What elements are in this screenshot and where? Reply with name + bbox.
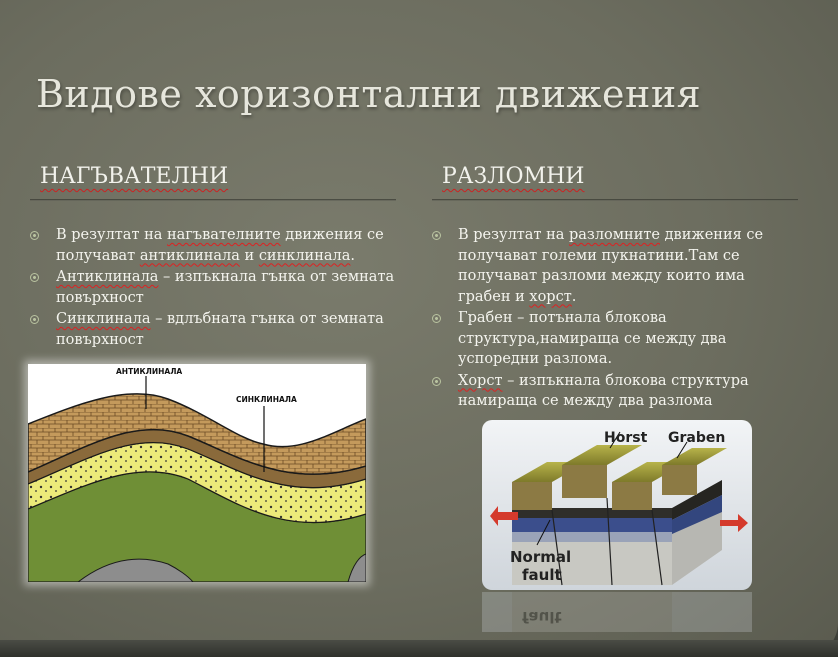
bullet-item: Грабен – потънала блокова структура,нами… xyxy=(430,308,775,370)
label-syncline: СИНКЛИНАЛА xyxy=(236,395,297,404)
label-fault: fault xyxy=(522,566,562,584)
bullet-item: В резултат на нагъвателните движения се … xyxy=(28,225,400,266)
slide-title: Видове хоризонтални движения xyxy=(36,72,702,116)
bullet-item: Синклинала – вдлъбната гънка от земната … xyxy=(28,309,400,350)
bullet-icon xyxy=(432,314,441,323)
label-horst: Horst xyxy=(604,430,648,446)
label-graben: Graben xyxy=(668,430,725,446)
divider-right xyxy=(432,199,798,201)
bullet-list-folding: В резултат на нагъвателните движения се … xyxy=(28,225,400,351)
bullet-icon xyxy=(30,273,39,282)
label-anticline: АНТИКЛИНАЛА xyxy=(116,367,182,376)
bullet-icon xyxy=(432,376,441,386)
reflection-illustration: fault xyxy=(482,592,752,632)
label-normal: Normal xyxy=(510,548,571,566)
bullet-item: Антиклинала – изпъкнала гънка от земната… xyxy=(28,267,400,308)
fault-illustration: Horst Graben Normal fault xyxy=(490,430,748,586)
divider-left xyxy=(30,199,396,201)
fold-illustration: АНТИКЛИНАЛА СИНКЛИНАЛА xyxy=(27,364,367,583)
bullet-item: Хорст – изпъкнала блокова структура нами… xyxy=(430,371,775,412)
heading-faulting: РАЗЛОМНИ xyxy=(442,164,585,189)
slide-bottom-edge xyxy=(0,640,838,657)
bullet-item: В резултат на разломните движения се пол… xyxy=(430,225,775,307)
bullet-icon xyxy=(432,231,441,240)
heading-folding: НАГЪВАТЕЛНИ xyxy=(40,164,229,189)
fault-diagram: Horst Graben Normal fault xyxy=(482,420,752,590)
bullet-icon xyxy=(30,231,39,240)
reflection-label-fault: fault xyxy=(522,608,562,626)
bullet-icon xyxy=(30,315,39,324)
fold-diagram: АНТИКЛИНАЛА СИНКЛИНАЛА xyxy=(27,364,367,583)
fault-diagram-reflection: fault xyxy=(482,592,752,632)
bullet-list-faulting: В резултат на разломните движения се пол… xyxy=(430,225,775,413)
